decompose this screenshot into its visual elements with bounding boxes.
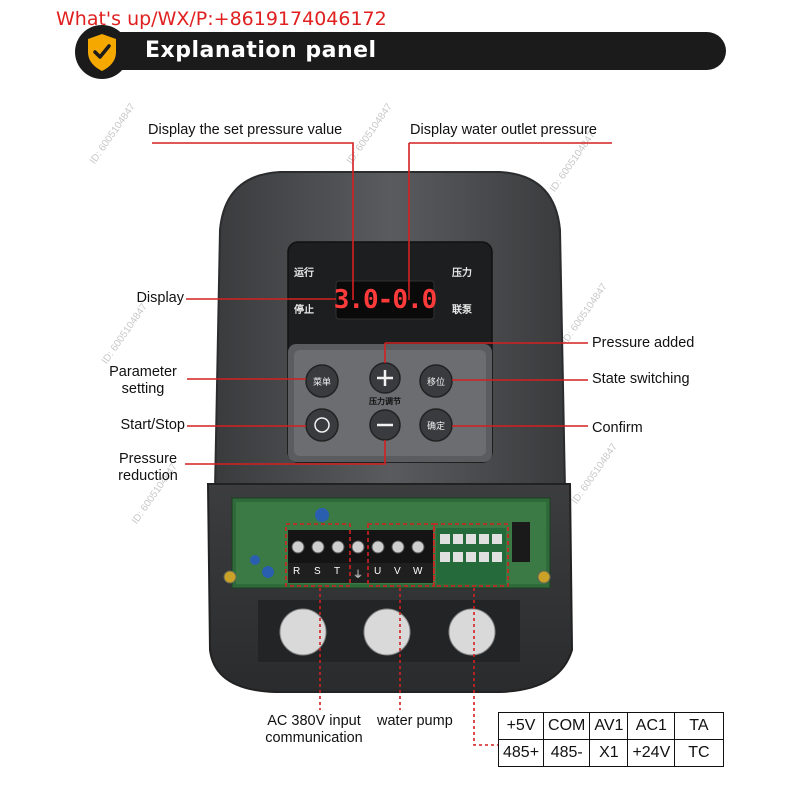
callout-line: AC 380V input — [267, 713, 361, 729]
callout-pressure-added: Pressure added — [592, 335, 695, 351]
lcd-set-pressure: 3.0 — [333, 285, 379, 315]
watermark-text: What's up/WX/P:+8619174046172 — [56, 8, 387, 30]
table-cell: 485- — [543, 739, 591, 767]
decrease-button[interactable] — [369, 411, 401, 441]
callout-confirm: Confirm — [592, 420, 643, 436]
callout-water-pump: water pump — [377, 713, 453, 729]
plus-icon — [377, 370, 393, 386]
callout-pressure-reduction: Pressure reduction — [108, 451, 188, 485]
callout-line: communication — [265, 730, 363, 746]
confirm-button[interactable]: 确定 — [426, 422, 445, 432]
terminal-label: W — [413, 566, 423, 577]
panel-label-stop: 停止 — [294, 305, 314, 316]
increase-button[interactable] — [369, 364, 401, 394]
menu-button[interactable]: 菜单 — [312, 378, 331, 388]
callout-state-switching: State switching — [592, 371, 690, 387]
title-banner — [92, 32, 726, 70]
callout-line: setting — [121, 381, 165, 397]
callout-line: Pressure — [118, 451, 178, 467]
callout-ac-input: AC 380V input communication — [254, 713, 374, 747]
table-cell: +5V — [497, 712, 545, 740]
table-cell: X1 — [589, 739, 629, 767]
ground-icon: ⏚ — [353, 570, 363, 581]
table-cell: COM — [543, 712, 591, 740]
pressure-adjust-label: 压力调节 — [369, 397, 401, 406]
callout-display: Display — [136, 290, 184, 306]
power-icon — [314, 417, 330, 433]
callout-start-stop: Start/Stop — [120, 417, 185, 433]
page-title: Explanation panel — [145, 38, 377, 63]
table-cell: +24V — [627, 739, 676, 767]
table-cell: TC — [674, 739, 724, 767]
table-cell: 485+ — [497, 739, 545, 767]
table-cell: TA — [674, 712, 724, 740]
panel-label-pressure: 压力 — [452, 268, 472, 279]
start-stop-button[interactable] — [306, 409, 338, 441]
terminal-label: S — [314, 566, 321, 577]
table-row: 485+ 485- X1 +24V TC — [497, 739, 724, 767]
lcd-separator: - — [377, 285, 394, 315]
terminal-label: V — [394, 566, 401, 577]
checkmark-shield-icon — [75, 25, 129, 79]
callout-set-pressure: Display the set pressure value — [148, 122, 343, 138]
lcd-outlet-pressure: 0.0 — [392, 285, 437, 315]
table-cell: AC1 — [627, 712, 676, 740]
callout-line: reduction — [118, 468, 178, 484]
table-cell: AV1 — [589, 712, 629, 740]
shift-button[interactable]: 移位 — [426, 378, 445, 388]
callout-parameter-setting: Parameter setting — [98, 364, 188, 398]
terminal-label: R — [293, 566, 301, 577]
terminal-label: T — [334, 566, 341, 577]
callout-line: Parameter — [109, 364, 177, 380]
table-row: +5V COM AV1 AC1 TA — [497, 712, 724, 740]
panel-label-linked-pump: 联泵 — [452, 305, 472, 316]
terminal-label: U — [374, 566, 382, 577]
lcd-display: 3.0-0.0 — [334, 283, 438, 317]
callout-outlet-pressure: Display water outlet pressure — [410, 122, 597, 138]
control-terminal-table: +5V COM AV1 AC1 TA 485+ 485- X1 +24V TC — [497, 712, 724, 767]
panel-label-run: 运行 — [294, 268, 314, 279]
